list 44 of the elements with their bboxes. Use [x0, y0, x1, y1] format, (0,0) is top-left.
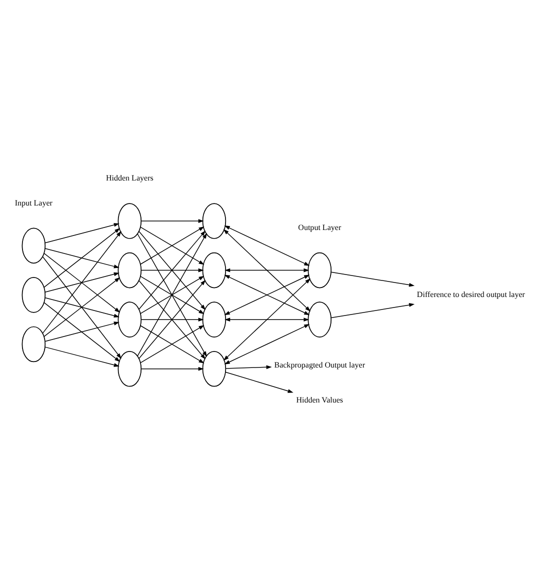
node-circle: [118, 301, 142, 337]
arrow: [44, 252, 120, 312]
arrow: [140, 268, 204, 272]
arrow: [224, 274, 310, 315]
arrow: [140, 366, 204, 370]
arrow: [44, 346, 120, 366]
arrow: [224, 225, 310, 266]
node-circle: [308, 301, 332, 337]
node-circle: [202, 301, 226, 337]
arrow: [44, 302, 120, 362]
node-circle: [308, 252, 332, 288]
arrow: [44, 222, 120, 243]
node-circle: [22, 276, 46, 312]
label: Output Layer: [298, 222, 342, 232]
arrow: [140, 324, 204, 363]
node-circle: [22, 227, 46, 264]
arrow: [140, 226, 204, 264]
arrow: [330, 271, 415, 286]
arrow: [140, 218, 204, 222]
arrow: [224, 268, 310, 272]
node-circle: [202, 252, 226, 288]
arrow: [44, 228, 120, 288]
label: Input Layer: [14, 198, 52, 207]
node-text: Difference to desired output layer: [416, 290, 525, 299]
arrow: [224, 317, 310, 322]
arrow: [42, 256, 122, 358]
arrow: [225, 364, 272, 369]
arrow: [44, 296, 120, 318]
node-text: Hidden Values: [296, 395, 344, 404]
node-circle: [118, 252, 142, 288]
node-circle: [22, 326, 46, 362]
arrow: [223, 278, 311, 360]
node-text: Backpropagted Output layer: [274, 360, 366, 370]
arrow: [42, 230, 122, 334]
arrow: [223, 228, 311, 312]
arrow: [44, 248, 120, 268]
arrow: [44, 321, 120, 342]
arrow: [225, 371, 294, 392]
arrow: [224, 324, 310, 364]
arrow: [44, 276, 120, 336]
arrow: [44, 272, 120, 292]
arrow: [330, 302, 415, 318]
label: Hidden Layers: [106, 173, 154, 182]
arrow: [140, 317, 204, 322]
